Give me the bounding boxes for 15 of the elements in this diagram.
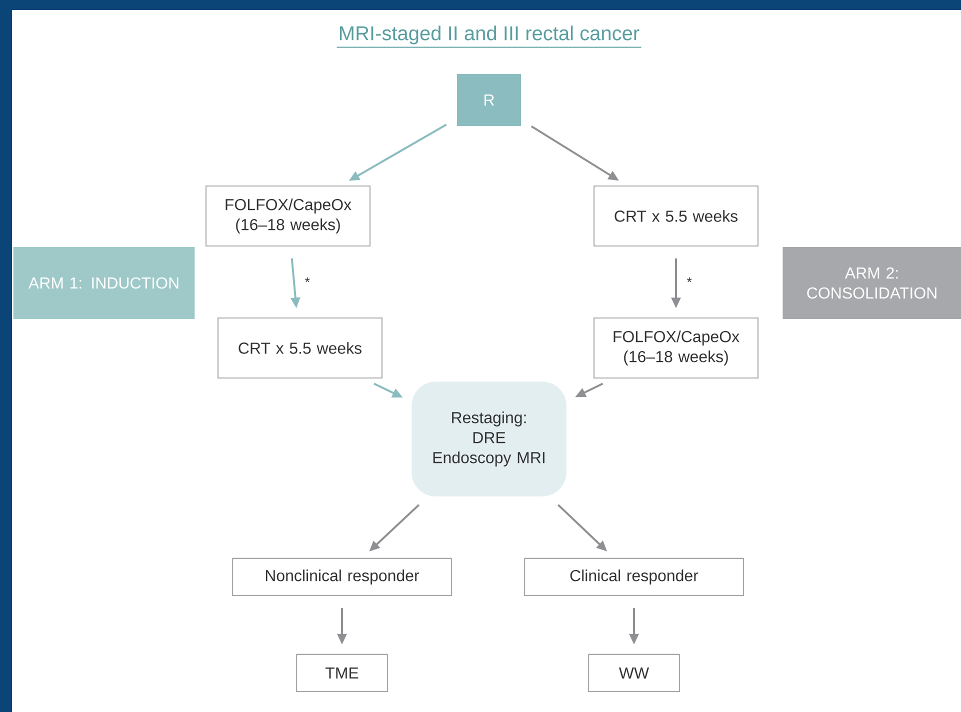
randomization-box: R	[457, 74, 521, 126]
arm-label-box: ARM 2: CONSOLIDATION	[782, 247, 961, 319]
edge-label: *	[686, 277, 692, 282]
process-box: CRT x 5.5 weeks	[594, 186, 758, 246]
title: MRI-staged II and III rectal cancer	[340, 26, 640, 44]
process-box: CRT x 5.5 weeks	[218, 318, 382, 378]
process-box: TME	[296, 654, 388, 692]
process-box: FOLFOX/CapeOx (16–18 weeks)	[206, 186, 370, 246]
process-box: WW	[588, 654, 680, 692]
restaging-box: Restaging: DRE Endoscopy MRI	[412, 382, 566, 496]
process-box: Nonclinical responder	[232, 558, 452, 596]
arm-label-box: ARM 1: INDUCTION	[13, 247, 195, 319]
process-box: FOLFOX/CapeOx (16–18 weeks)	[594, 318, 758, 378]
edge-label: *	[304, 277, 310, 282]
process-box: Clinical responder	[524, 558, 744, 596]
